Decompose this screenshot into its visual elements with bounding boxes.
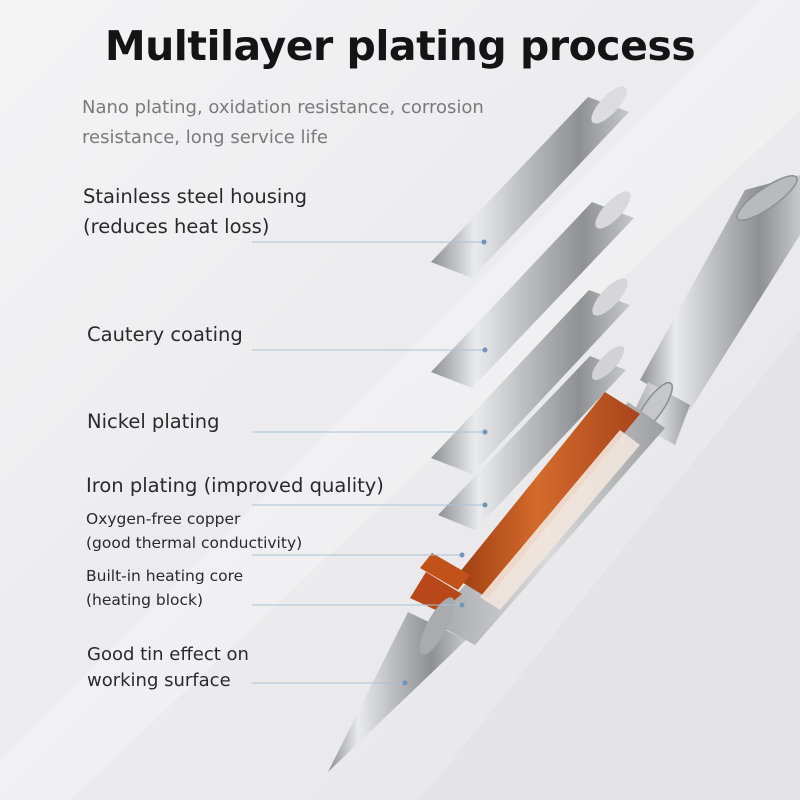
label-stainless-steel-housing: Stainless steel housing (reduces heat lo… (83, 182, 307, 242)
label-line: (reduces heat loss) (83, 215, 270, 238)
copper-core (455, 392, 640, 598)
label-tin-effect: Good tin effect on working surface (87, 642, 249, 694)
label-line: Cautery coating (87, 323, 243, 346)
label-line: (heating block) (86, 591, 204, 609)
nickel-plating-sleeve (431, 278, 630, 474)
copper-block (420, 553, 470, 590)
label-line: (good thermal conductivity) (86, 534, 303, 552)
label-iron-plating: Iron plating (improved quality) (86, 471, 384, 501)
label-line: working surface (87, 670, 231, 691)
heating-core-slot (480, 430, 640, 610)
iron-plating-sleeve (438, 346, 626, 530)
conical-tip (328, 612, 466, 772)
label-line: Oxygen-free copper (86, 510, 241, 528)
label-oxygen-free-copper: Oxygen-free copper (good thermal conduct… (86, 507, 302, 555)
label-heating-core: Built-in heating core (heating block) (86, 564, 243, 612)
background-shadow-band (420, 330, 800, 800)
label-line: Nickel plating (87, 410, 220, 433)
tip-body (328, 175, 800, 772)
leader-lines (252, 241, 485, 684)
label-line: Good tin effect on (87, 644, 249, 665)
label-line: Iron plating (improved quality) (86, 474, 384, 497)
stainless-steel-housing-sleeve (431, 86, 629, 278)
label-nickel-plating: Nickel plating (87, 407, 219, 437)
label-line: Built-in heating core (86, 567, 244, 585)
cautery-coating-sleeve (431, 191, 634, 388)
page-title: Multilayer plating process (104, 22, 696, 70)
leader-dots (402, 239, 488, 686)
label-cautery-coating: Cautery coating (87, 320, 243, 350)
label-line: Stainless steel housing (83, 185, 308, 208)
page-subtitle: Nano plating, oxidation resistance, corr… (82, 97, 484, 148)
